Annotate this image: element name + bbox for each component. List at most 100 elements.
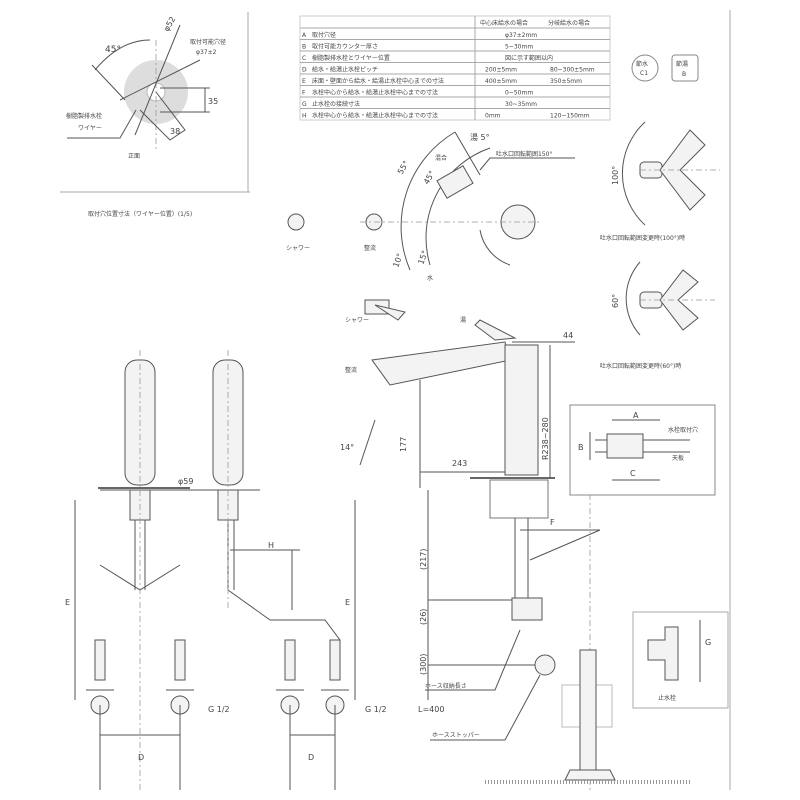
rotation-caption-100: 吐水口回転範囲変更時(100°)時 xyxy=(600,234,685,242)
table-row-key: E xyxy=(302,78,306,85)
dim-217: (217) xyxy=(419,548,428,570)
table-row-label: 取付可能カウンター厚さ xyxy=(312,43,378,51)
dim-177: 177 xyxy=(399,437,408,452)
hot-saving-label: 節湯 xyxy=(676,60,688,68)
dim-e-right: E xyxy=(345,598,350,607)
dim-e-left: E xyxy=(65,598,70,607)
rotation-range-label: 吐水口回転範囲150° xyxy=(496,150,552,158)
stop-valve xyxy=(321,639,349,715)
water-saving-badge xyxy=(631,54,659,82)
dim-d-right: D xyxy=(308,753,314,762)
hole-label: 取付可能穴径 xyxy=(190,38,226,46)
table-row-value: 120~150mm xyxy=(550,113,590,120)
eco-badges: 節水 C1 節湯 B xyxy=(631,54,699,82)
hose-stopper xyxy=(534,654,556,676)
detail-c: C xyxy=(630,469,636,478)
table-header-2: 分岐給水の場合 xyxy=(548,19,590,27)
rotation-caption-60: 吐水口回転範囲変更時(60°)時 xyxy=(600,362,681,370)
mix-label: 混合 xyxy=(435,154,447,162)
side-hot-label: 湯 xyxy=(460,316,466,324)
straight-label: 整流 xyxy=(364,244,376,252)
table-row-value: 5~30mm xyxy=(505,44,533,51)
hot-angle-label: 湯 5° xyxy=(470,132,490,142)
spray-heads: シャワー 整流 xyxy=(286,213,383,252)
shower-head-icon xyxy=(287,213,305,231)
hot-saving-badge xyxy=(671,54,699,82)
angle-15: 15° xyxy=(416,249,429,265)
hose-length-label: ホース収納長さ xyxy=(425,682,467,690)
stop-valve xyxy=(166,639,194,715)
lever-rotation-diagram: 湯 5° 混合 55° 45° 10° 15° 水 吐水口回転範囲150° xyxy=(360,131,575,282)
dim-h: H xyxy=(268,541,274,550)
front-label: 正面 xyxy=(128,153,140,160)
dim-d-left: D xyxy=(138,753,144,762)
table-row-key: G xyxy=(302,101,307,108)
hot-saving-grade: B xyxy=(682,71,686,78)
shower-label: シャワー xyxy=(286,245,310,252)
dim-35: 35 xyxy=(208,97,218,106)
table-row-label: 床面・壁面から給水・給湯止水栓中心までの寸法 xyxy=(312,77,444,85)
table-row-key: A xyxy=(302,32,307,39)
counter-detail: A B C 水栓取付穴 天板 xyxy=(569,404,716,496)
detail-a: A xyxy=(633,411,639,420)
mounting-caption: 取付穴位置寸法（ワイヤー位置）(1/5) xyxy=(88,210,192,218)
side-view: シャワー 整流 湯 44 243 177 R238~280 14° (217) … xyxy=(340,299,690,790)
faucet-body-side xyxy=(504,344,539,476)
table-row-label: 樹脂製排水栓とワイヤー位置 xyxy=(312,54,390,62)
hose-stopper-label: ホースストッパー xyxy=(432,732,480,739)
front-elevation: φ59 H E E D D G 1/2 G 1/2 xyxy=(65,350,387,790)
cold-label: 水 xyxy=(427,274,433,282)
table-row-value: 350±5mm xyxy=(550,78,582,85)
table-row-key: F xyxy=(302,90,306,97)
hole-dia-label: φ37±2 xyxy=(196,49,217,56)
hose-length-value: L=400 xyxy=(418,705,444,714)
angle-label: 45° xyxy=(105,45,121,55)
dim-44: 44 xyxy=(563,331,573,340)
valve-detail: G 止水栓 xyxy=(632,611,729,709)
outer-dia-label: φ52 xyxy=(162,15,178,33)
valve-label: 止水栓 xyxy=(658,694,676,702)
table-row-label: 止水栓の接続寸法 xyxy=(312,100,360,108)
angle-45: 45° xyxy=(422,169,437,186)
table-row-value: 200±5mm xyxy=(485,67,517,74)
table-row-label: 水栓中心から給水・給湯止水栓中心までの寸法 xyxy=(312,112,438,120)
table-row-key: B xyxy=(302,44,306,51)
table-row-value: 400±5mm xyxy=(485,78,517,85)
lever-handle xyxy=(474,319,517,341)
spout xyxy=(371,341,511,386)
dim-243: 243 xyxy=(452,459,467,468)
wire-label-1: 樹脂製排水栓 xyxy=(66,112,102,120)
mounting-hole-diagram: 45° φ52 取付可能穴径 φ37±2 35 38 正面 樹脂製排水栓 ワイヤ… xyxy=(66,15,226,218)
angle-14: 14° xyxy=(340,443,354,452)
table-header-1: 中心床給水の場合 xyxy=(480,19,528,27)
table-row-key: H xyxy=(302,113,307,120)
radius-label: R238~280 xyxy=(541,417,550,460)
table-row-label: 給水・給湯止水栓ピッチ xyxy=(312,66,378,74)
dim-f: F xyxy=(550,518,555,527)
g-right-label: G 1/2 xyxy=(365,705,387,714)
rotation-view-60: 60° 吐水口回転範囲変更時(60°)時 xyxy=(600,261,715,370)
table-row-value: 0mm xyxy=(485,113,501,120)
dim-300: (300) xyxy=(419,653,428,675)
table-row-key: C xyxy=(302,55,306,62)
rotation-angle-60: 60° xyxy=(611,294,620,308)
dim-38: 38 xyxy=(170,127,180,136)
angle-55: 55° xyxy=(396,159,411,176)
water-saving-grade: C1 xyxy=(640,70,648,77)
detail-hole-label: 水栓取付穴 xyxy=(668,426,698,434)
angle-10: 10° xyxy=(391,252,404,268)
dim-26: (26) xyxy=(419,609,428,625)
table-row-label: 水栓中心から給水・給湯止水栓中心までの寸法 xyxy=(312,89,438,97)
rotation-view-100: 100° 吐水口回転範囲変更時(100°)時 xyxy=(600,121,720,242)
table-row-key: D xyxy=(302,67,307,74)
table-row-value: 図に示す範囲以内 xyxy=(505,54,553,62)
rotation-angle-100: 100° xyxy=(611,166,620,185)
stop-valve xyxy=(276,639,304,715)
g-left-label: G 1/2 xyxy=(208,705,230,714)
stop-valve xyxy=(86,639,114,715)
side-straight-label: 整流 xyxy=(345,366,357,374)
table-row-value: φ37±2mm xyxy=(505,32,537,39)
table-row-value: 80~300±5mm xyxy=(550,67,595,74)
